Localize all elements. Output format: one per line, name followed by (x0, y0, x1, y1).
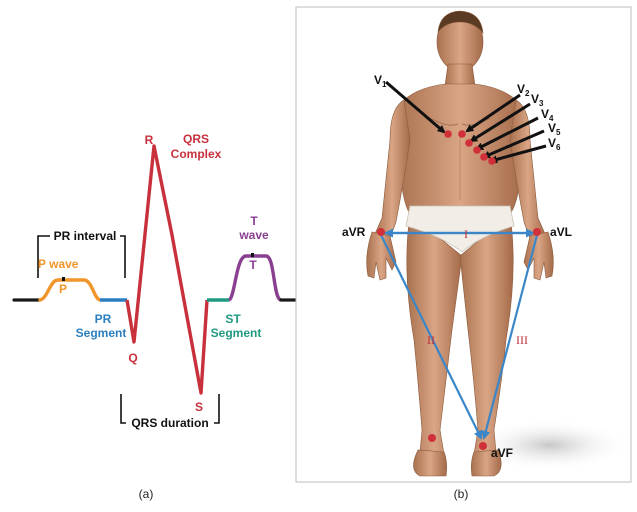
pr-interval-label: PR interval (54, 229, 117, 243)
st-segment-label-2: Segment (211, 326, 262, 340)
electrode-v1 (444, 130, 452, 138)
electrode-panel: I II III V1 V2 V3 V4 V5 V6 aVR (296, 7, 631, 501)
panel-b-caption: (b) (454, 487, 469, 501)
electrode-v3 (465, 139, 473, 147)
avl-label: aVL (550, 225, 572, 239)
electrode-v4 (473, 146, 481, 154)
electrode-avl (533, 228, 541, 236)
lead-ii-label: II (427, 333, 435, 347)
st-segment-label-1: ST (225, 312, 241, 326)
qrs-complex-label-1: QRS (183, 132, 209, 146)
avf-label: aVF (491, 446, 513, 460)
p-label: P (59, 282, 67, 296)
lead-i-label: I (464, 227, 468, 241)
electrode-v6 (488, 157, 496, 165)
electrode-right-ankle (428, 434, 436, 442)
qrs-complex-label-2: Complex (171, 147, 222, 161)
electrode-v5 (480, 153, 488, 161)
qrs-duration-label: QRS duration (131, 416, 208, 430)
p-wave-trace (40, 280, 100, 300)
s-label: S (195, 400, 203, 414)
electrode-avf (479, 442, 487, 450)
pr-segment-label-2: Segment (76, 326, 127, 340)
r-label: R (145, 133, 154, 147)
electrode-v2 (458, 130, 466, 138)
lead-iii-label: III (516, 333, 528, 347)
q-label: Q (128, 351, 137, 365)
qrs-complex-trace (127, 146, 207, 393)
electrode-avr (377, 228, 385, 236)
pr-segment-label-1: PR (95, 312, 112, 326)
t-wave-label-2: wave (238, 228, 269, 242)
t-wave-label-1: T (250, 214, 258, 228)
panel-a-caption: (a) (139, 487, 154, 501)
t-label: T (249, 258, 257, 272)
ecg-trace-panel: PR interval QRS duration P wave P PR Seg… (14, 132, 303, 501)
p-wave-label: P wave (38, 257, 79, 271)
avr-label: aVR (342, 225, 366, 239)
